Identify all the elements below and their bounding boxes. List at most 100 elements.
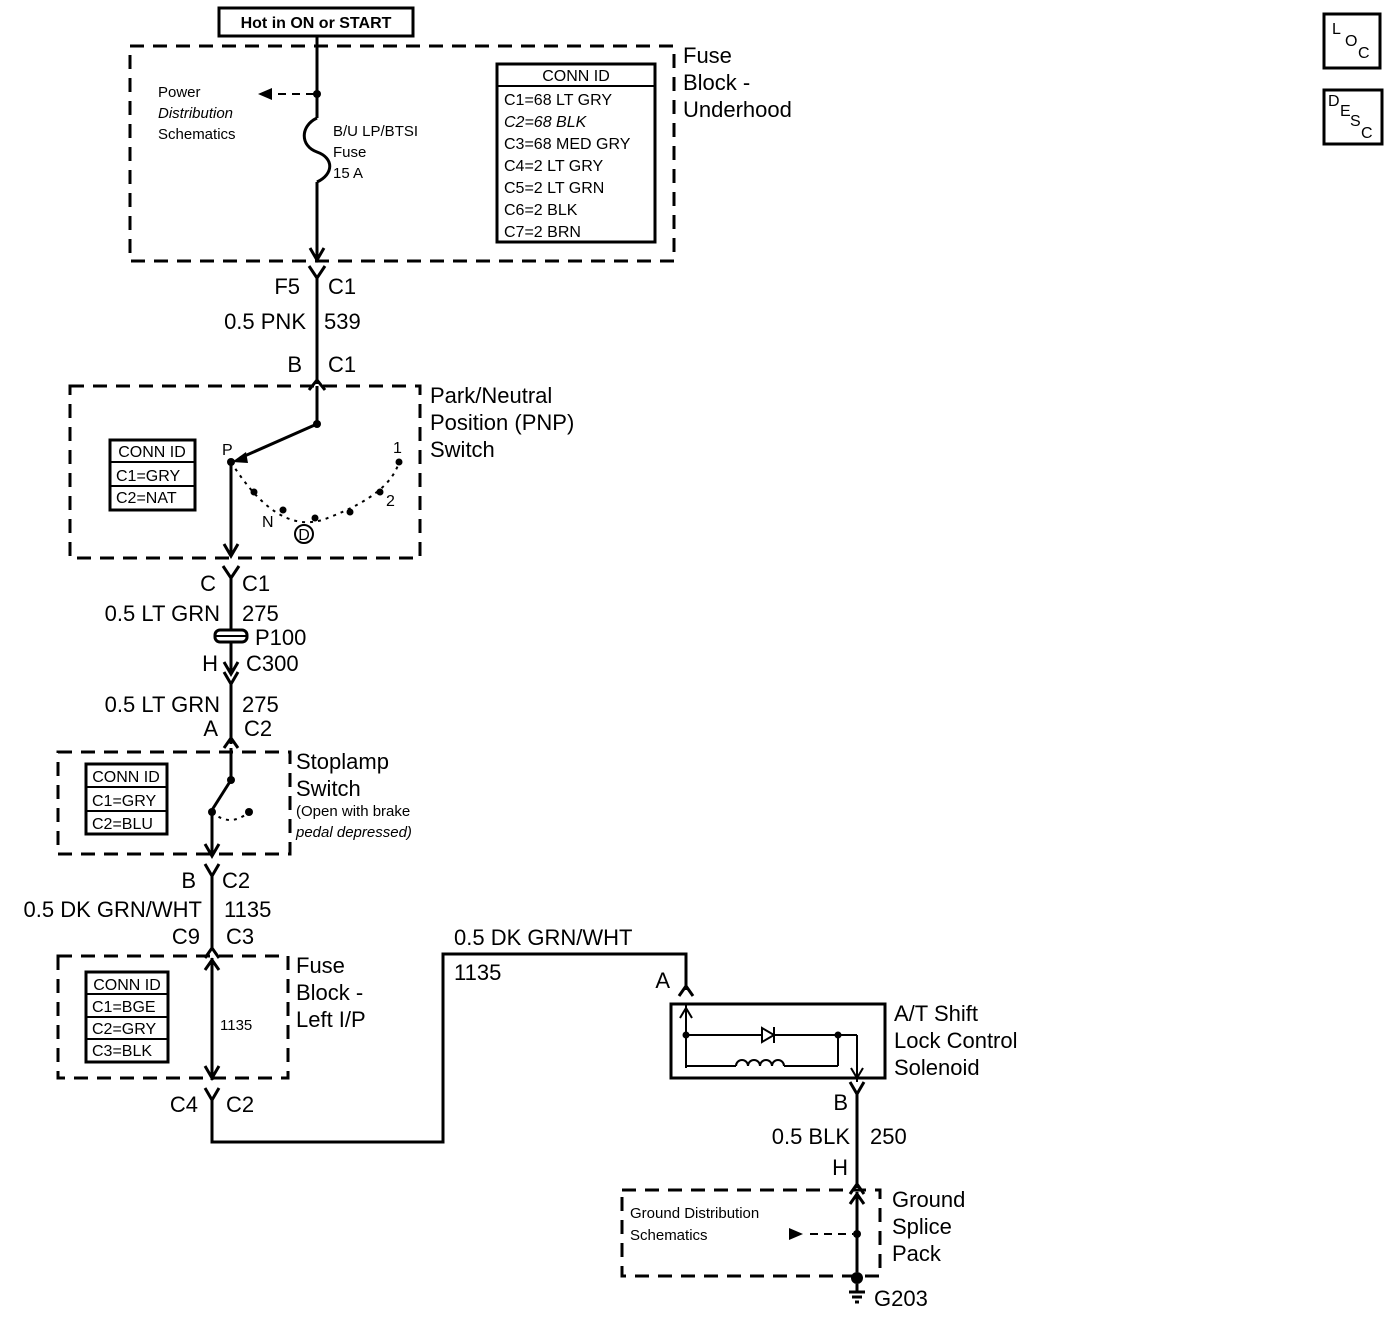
underhood-conn-c5: C5=2 LT GRN: [504, 180, 604, 197]
fuse-block-underhood-title-1: Fuse: [683, 43, 732, 68]
pnp-pos-1: 1: [393, 440, 402, 457]
splice-p100: [213, 628, 249, 644]
pnp-pos-n: N: [262, 514, 274, 531]
power-ref-2: Distribution: [158, 105, 233, 122]
fuse-left-conn-id-table: CONN ID C1=BGE C2=GRY C3=BLK: [84, 970, 170, 1064]
stoplamp-title-2: Switch: [296, 776, 361, 801]
stoplamp-conn-id-table: CONN ID C1=GRY C2=BLU: [84, 762, 169, 836]
wire5-gauge: 0.5 DK GRN/WHT: [454, 925, 632, 950]
pnp-switch: Park/Neutral Position (PNP) Switch CONN …: [68, 383, 574, 560]
desc-icon-l3: S: [1350, 113, 1361, 130]
loc-icon[interactable]: L O C: [1322, 12, 1382, 70]
pnp-conn-id-table: CONN ID C1=GRY C2=NAT: [108, 438, 197, 512]
solenoid-title-1: A/T Shift: [894, 1001, 978, 1026]
underhood-conn-title: CONN ID: [542, 68, 610, 85]
wire4-gauge: 0.5 DK GRN/WHT: [24, 897, 202, 922]
wire6-gauge: 0.5 BLK: [772, 1124, 851, 1149]
pnp-title-1: Park/Neutral: [430, 383, 552, 408]
stoplamp-title-1: Stoplamp: [296, 749, 389, 774]
fuse-left-title-1: Fuse: [296, 953, 345, 978]
wire2-gauge: 0.5 LT GRN: [105, 601, 220, 626]
underhood-conn-id-table: CONN ID C1=68 LT GRY C2=68 BLK C3=68 MED…: [495, 62, 657, 244]
wire2-conn-mid: C300: [246, 651, 299, 676]
ground-id: G203: [874, 1286, 928, 1311]
wire1-conn-bottom: C1: [328, 352, 356, 377]
wire5-pin: A: [655, 968, 670, 993]
hot-label: Hot in ON or START: [241, 15, 392, 32]
hot-in-on-start-box: Hot in ON or START: [217, 6, 415, 38]
wire2-splice: P100: [255, 625, 306, 650]
wire6-pin-bottom: H: [832, 1155, 848, 1180]
underhood-conn-c1: C1=68 LT GRY: [504, 92, 612, 109]
wire-250: B 0.5 BLK 250 H: [772, 1081, 907, 1195]
wire-275-upper: C C1 0.5 LT GRN 275 P100 H C300: [105, 565, 306, 744]
wire3-gauge: 0.5 LT GRN: [105, 692, 220, 717]
fuse-left-internal-circuit: 1135: [220, 1017, 252, 1034]
wire4-conn-top: C2: [222, 868, 250, 893]
ground-title-1: Ground: [892, 1187, 965, 1212]
pnp-pos-d: D: [298, 527, 310, 544]
fuse-block-underhood-title-3: Underhood: [683, 97, 792, 122]
desc-icon[interactable]: D E S C: [1322, 88, 1384, 146]
wire1-gauge: 0.5 PNK: [224, 309, 306, 334]
fuse-block-underhood: Fuse Block - Underhood Power Distributio…: [128, 43, 792, 263]
stoplamp-note-1: (Open with brake: [296, 803, 410, 820]
wire1-pin-bottom: B: [287, 352, 302, 377]
ground-title-2: Splice: [892, 1214, 952, 1239]
stoplamp-conn-title: CONN ID: [92, 769, 160, 786]
fuse-left-conn-title: CONN ID: [93, 977, 161, 994]
at-shift-lock-solenoid: A/T Shift Lock Control Solenoid: [669, 1001, 1018, 1082]
pnp-title-3: Switch: [430, 437, 495, 462]
fuse-left-conn-c2: C2=GRY: [92, 1021, 157, 1038]
pnp-conn-c2: C2=NAT: [116, 490, 177, 507]
desc-icon-l4: C: [1361, 125, 1373, 142]
wire2-pin-mid: H: [202, 651, 218, 676]
underhood-conn-c6: C6=2 BLK: [504, 202, 578, 219]
ground-title-3: Pack: [892, 1241, 942, 1266]
ground-splice-pack: Ground Splice Pack Ground Distribution S…: [620, 1187, 965, 1278]
stoplamp-switch: Stoplamp Switch (Open with brake pedal d…: [56, 748, 412, 859]
loc-icon-l3: C: [1358, 45, 1370, 62]
wire3-conn-bottom: C2: [244, 716, 272, 741]
wire4-pin-bottom: C9: [172, 924, 200, 949]
ground-ref-arrow-icon: [789, 1228, 803, 1240]
desc-icon-l1: D: [1328, 93, 1340, 110]
fuse-block-underhood-title-2: Block -: [683, 70, 750, 95]
wire2-circuit: 275: [242, 601, 279, 626]
pnp-pos-p: P: [222, 442, 233, 459]
fuse-label-3: 15 A: [333, 165, 363, 182]
fuse-left-title-2: Block -: [296, 980, 363, 1005]
solenoid-title-2: Lock Control: [894, 1028, 1018, 1053]
pnp-pos-d-circle-icon: [294, 524, 314, 544]
coil-icon: [735, 1059, 785, 1067]
underhood-conn-c3: C3=68 MED GRY: [504, 136, 631, 153]
ground-ref-2: Schematics: [630, 1227, 708, 1244]
stoplamp-conn-c2: C2=BLU: [92, 816, 153, 833]
underhood-conn-c4: C4=2 LT GRY: [504, 158, 603, 175]
wire3-circuit: 275: [242, 692, 279, 717]
wire2-pin-top: C: [200, 571, 216, 596]
desc-icon-l2: E: [1340, 103, 1351, 120]
power-ref-arrow-icon: [258, 88, 272, 100]
wire4-circuit: 1135: [224, 897, 271, 922]
fuse-left-conn-out: C2: [226, 1092, 254, 1117]
fuse-block-left-ip: Fuse Block - Left I/P CONN ID C1=BGE C2=…: [56, 953, 366, 1081]
fuse-left-conn-c3: C3=BLK: [92, 1043, 152, 1060]
wire-1135-upper: B C2 0.5 DK GRN/WHT 1135 C9 C3: [24, 863, 271, 959]
wire6-circuit: 250: [870, 1124, 907, 1149]
pnp-conn-c1: C1=GRY: [116, 468, 181, 485]
fuse-left-conn-c1: C1=BGE: [92, 999, 156, 1016]
connector-f5-c1: [307, 265, 327, 384]
pnp-conn-title: CONN ID: [118, 444, 186, 461]
wire4-pin-top: B: [181, 868, 196, 893]
underhood-conn-c2: C2=68 BLK: [504, 114, 588, 131]
loc-icon-l2: O: [1345, 33, 1357, 50]
wire3-pin-bottom: A: [203, 716, 218, 741]
stoplamp-note-2: pedal depressed): [295, 824, 412, 841]
pnp-switch-arrow-icon: [232, 452, 248, 463]
pnp-pos-2: 2: [386, 493, 395, 510]
wire4-conn-bottom: C3: [226, 924, 254, 949]
wire1-conn-top: C1: [328, 274, 356, 299]
pnp-title-2: Position (PNP): [430, 410, 574, 435]
